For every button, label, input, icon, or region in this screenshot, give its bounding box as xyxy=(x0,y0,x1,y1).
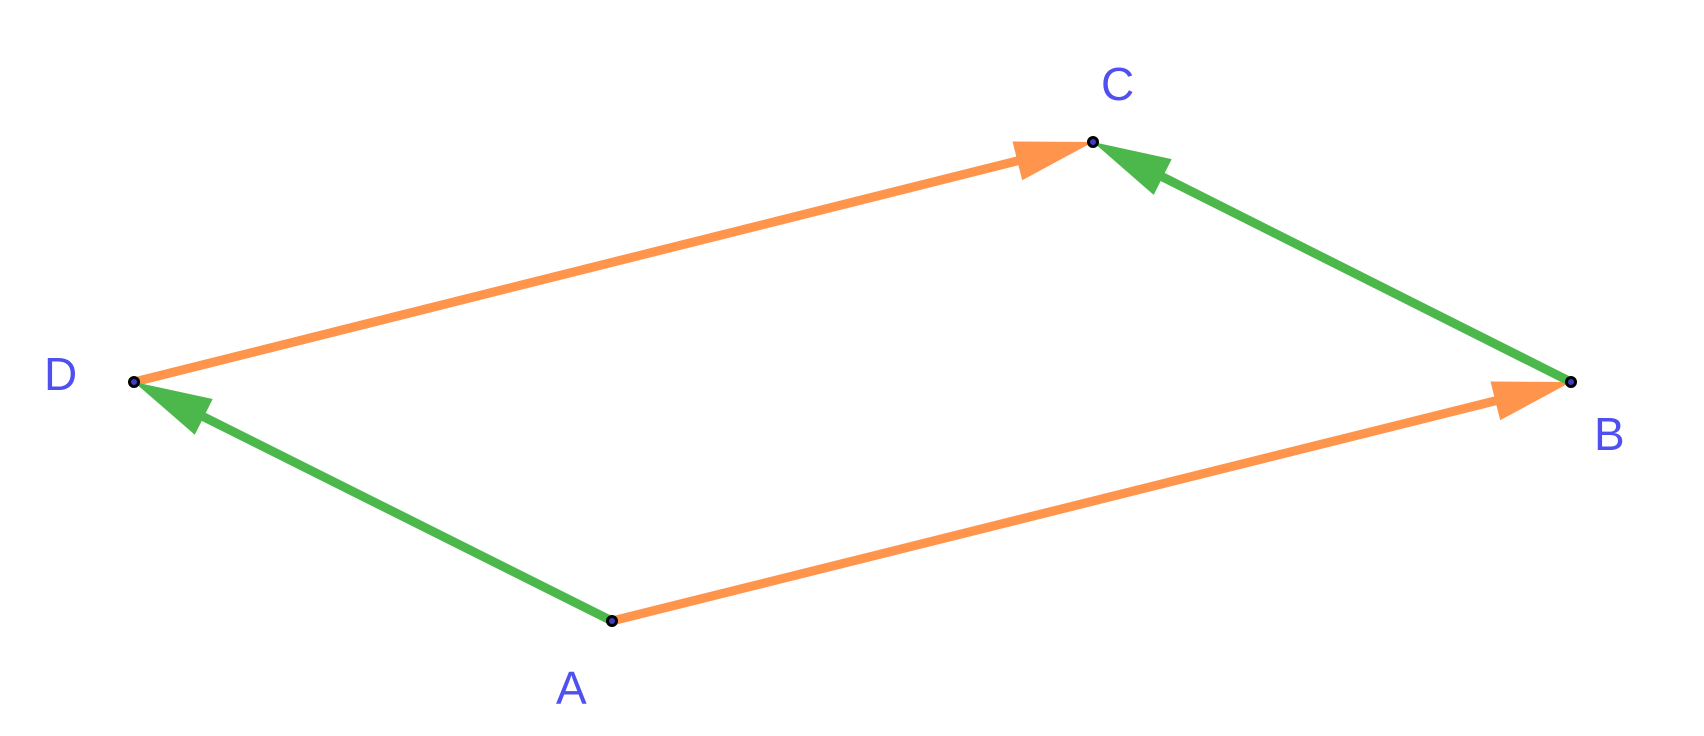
arrowhead-ab xyxy=(1490,381,1571,421)
arrowhead-ad xyxy=(134,382,213,435)
arrowhead-dc xyxy=(1012,141,1093,181)
vector-bc xyxy=(1093,142,1574,387)
arrowhead-bc xyxy=(1093,142,1172,195)
point-d xyxy=(128,376,140,388)
vector-shaft-ab xyxy=(610,395,1501,626)
vector-shaft-ad xyxy=(198,411,615,626)
point-c xyxy=(1087,136,1099,148)
vector-ad xyxy=(134,382,615,626)
vector-ab xyxy=(610,381,1571,626)
point-a xyxy=(606,615,618,627)
vectors-layer xyxy=(132,141,1574,626)
vector-dc xyxy=(132,141,1093,387)
point-label-b: B xyxy=(1594,408,1625,460)
vector-shaft-dc xyxy=(132,155,1023,387)
labels-layer: A B C D xyxy=(44,58,1625,714)
point-label-d: D xyxy=(44,348,77,400)
point-label-a: A xyxy=(556,662,587,714)
points-layer xyxy=(128,136,1577,627)
point-label-c: C xyxy=(1101,58,1134,110)
vector-shaft-bc xyxy=(1157,171,1574,387)
point-b xyxy=(1565,376,1577,388)
